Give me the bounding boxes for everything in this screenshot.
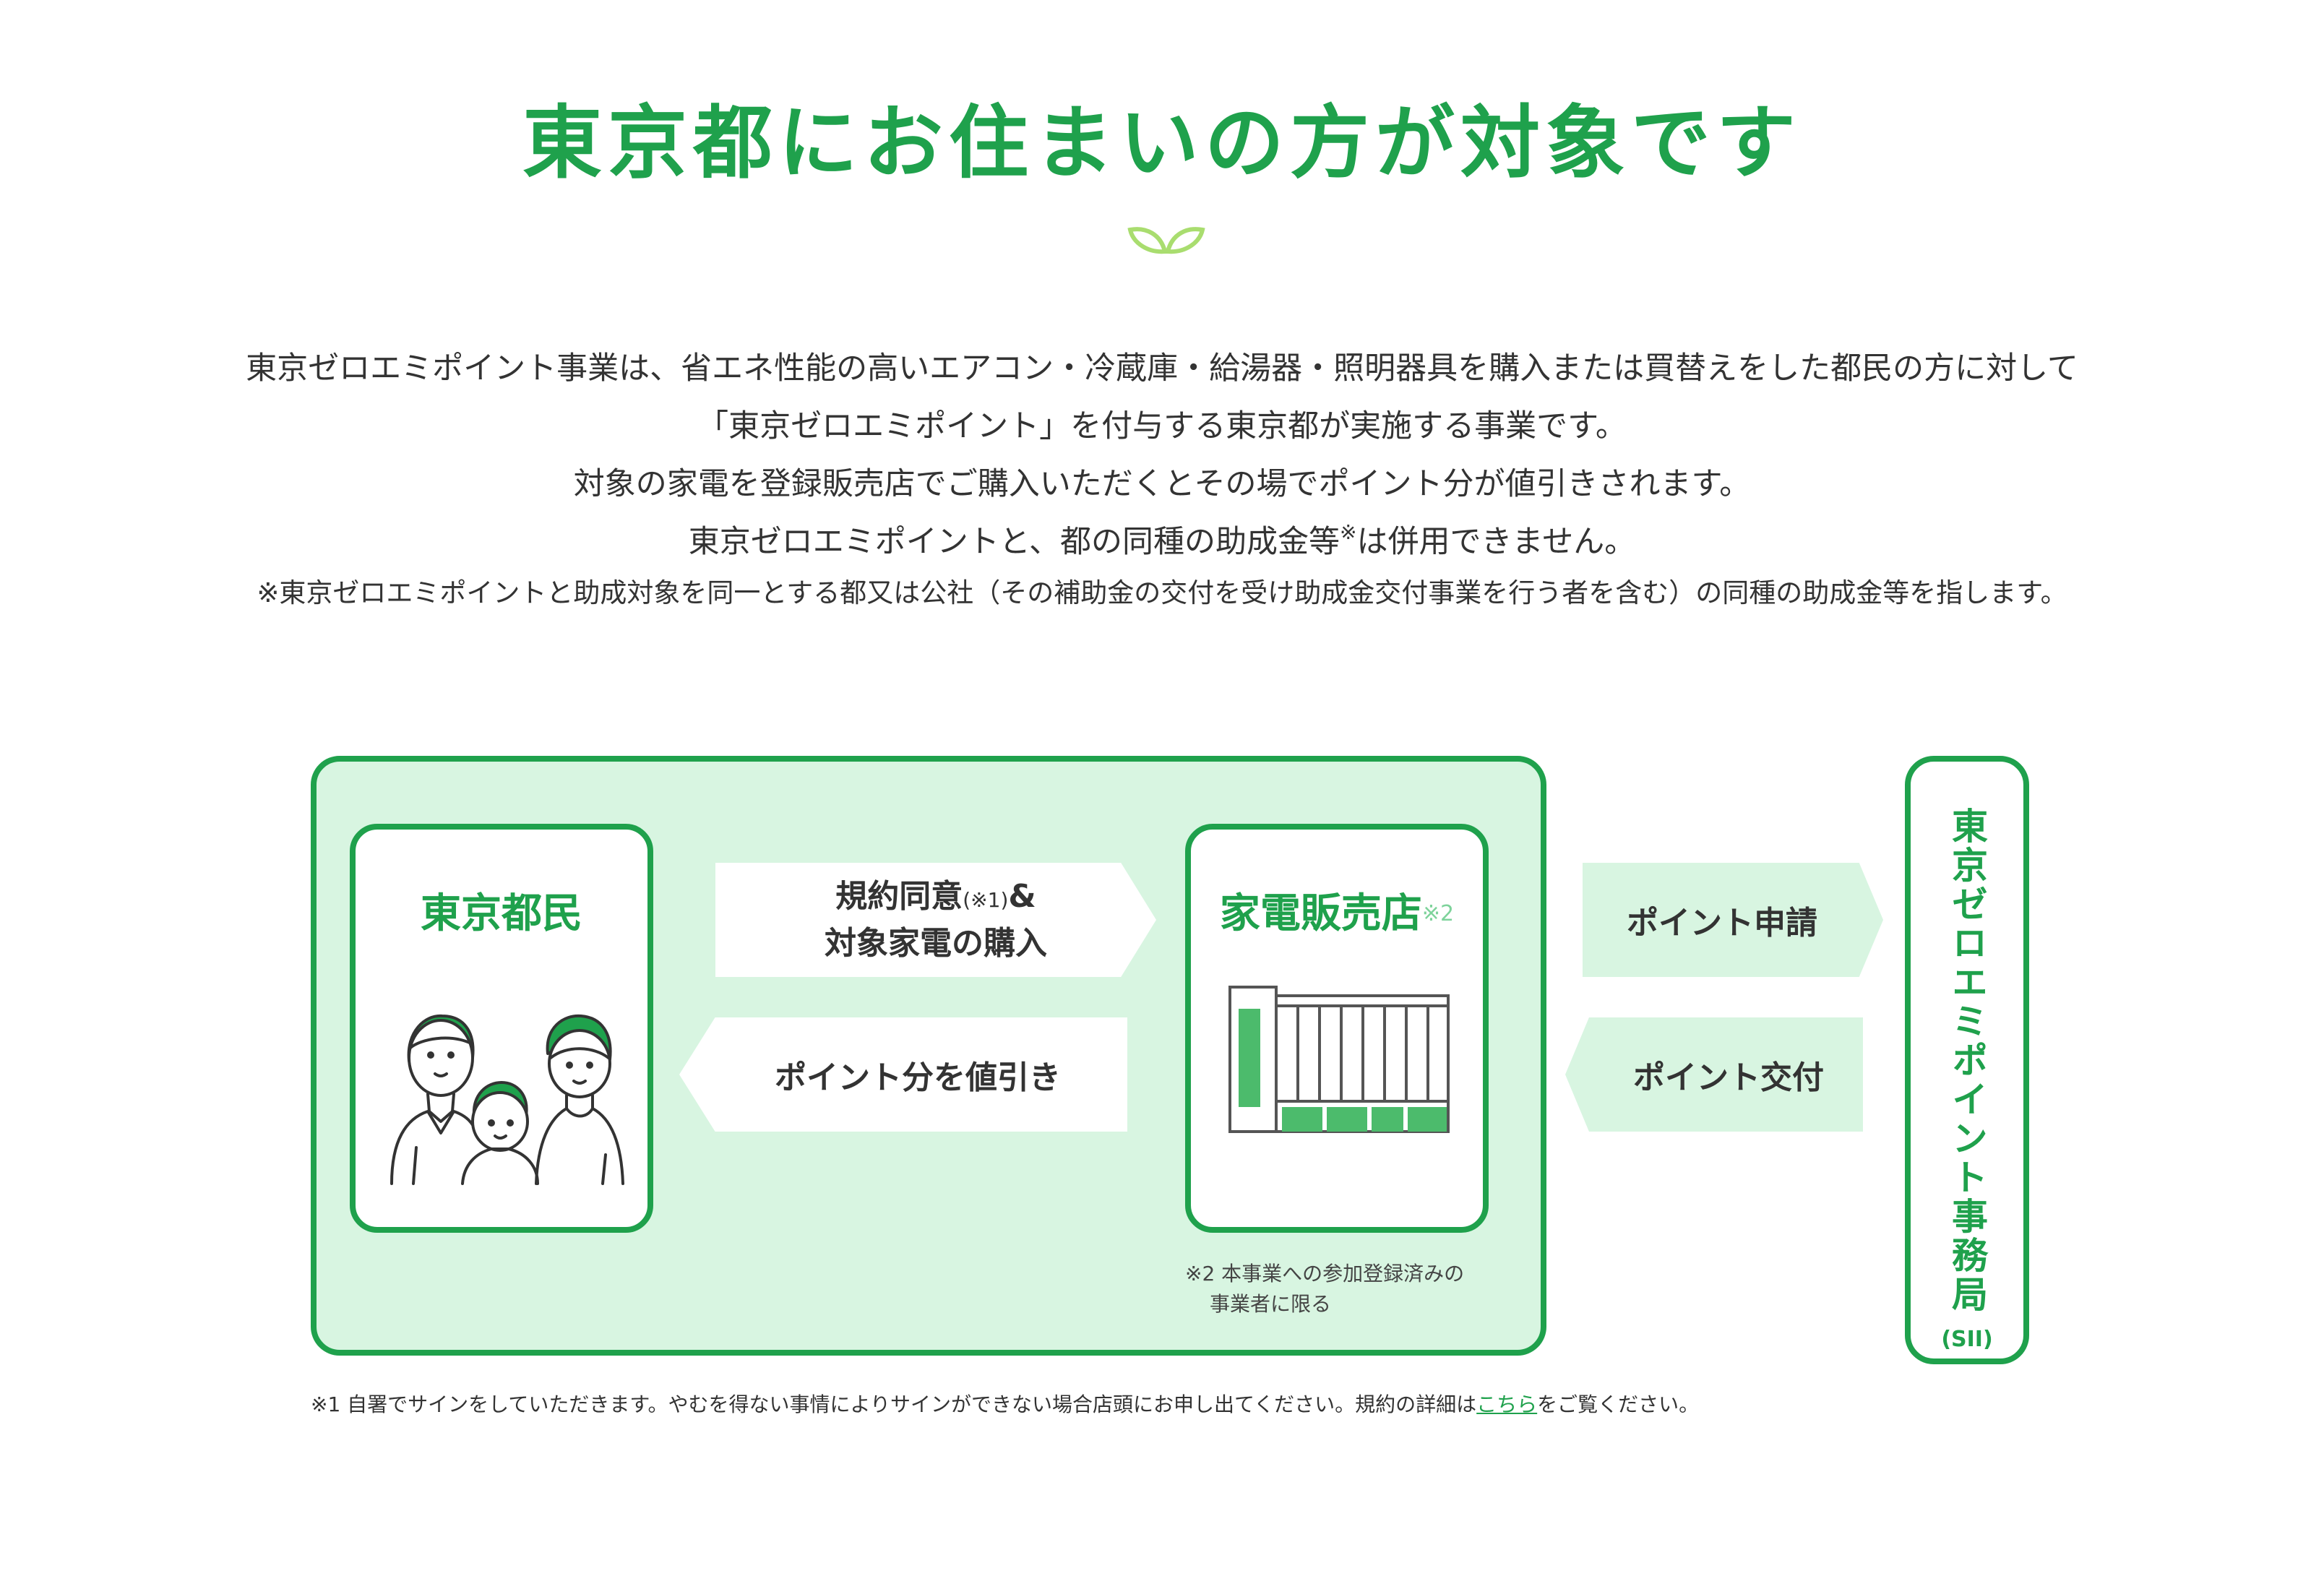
description-note: ※東京ゼロエミポイントと助成対象を同一とする都又は公社（その補助金の交付を受け助… (257, 577, 2067, 608)
store-note-line-2: 事業者に限る (1210, 1292, 1332, 1316)
point-apply-label: ポイント申請 (1627, 905, 1817, 942)
purchase-line-1-mark: (※1) (963, 887, 1009, 912)
point-apply-arrow: ポイント申請 (1583, 863, 1883, 977)
description-line-4: 東京ゼロエミポイントと、都の同種の助成金等※は併用できません。 (0, 522, 2324, 562)
footnote-text: ※1 自署でサインをしていただきます。やむを得ない事情によりサインができない場合… (311, 1392, 1477, 1416)
office-box: 東京ゼロエミポイント事務局 (SII) (1905, 756, 2029, 1364)
purchase-line-1-main: 規約同意 (835, 877, 963, 915)
shop-building-icon (1228, 986, 1450, 1133)
store-note-mark: ※2 (1421, 901, 1455, 926)
store-note: ※2 本事業への参加登録済みの 事業者に限る (1185, 1259, 1464, 1319)
resident-label: 東京都民 (421, 890, 582, 937)
family-icon (390, 1014, 624, 1185)
store-note-line-1: ※2 本事業への参加登録済みの (1185, 1262, 1465, 1286)
description-line-1: 東京ゼロエミポイント事業は、省エネ性能の高いエアコン・冷蔵庫・給湯器・照明器具を… (246, 350, 2078, 387)
description-line-3: 対象の家電を登録販売店でご購入いただくとその場でポイント分が値引きされます。 (573, 466, 1751, 502)
store-card: 家電販売店※2 (1185, 824, 1489, 1233)
description-line-2: 「東京ゼロエミポイント」を付与する東京都が実施する事業です。 (697, 408, 1627, 444)
resident-card: 東京都民 (350, 824, 653, 1233)
purchase-line-1: 規約同意(※1)& (825, 875, 1047, 922)
description-note-mark: ※ (1340, 520, 1357, 544)
purchase-line-1-amp: & (1008, 877, 1036, 915)
purchase-line-2: 対象家電の購入 (825, 924, 1047, 962)
description-line-4-main: 東京ゼロエミポイントと、都の同種の助成金等 (688, 524, 1340, 560)
terms-link[interactable]: こちら (1476, 1392, 1538, 1416)
point-grant-label: ポイント交付 (1633, 1059, 1824, 1096)
discount-arrow: ポイント分を値引き (679, 1017, 1127, 1132)
page-title: 東京都にお住まいの方が対象です (522, 97, 1802, 189)
description-line-4-end: は併用できません。 (1356, 524, 1636, 560)
store-label: 家電販売店 (1219, 890, 1422, 937)
footnote-end: をご覧ください。 (1537, 1392, 1700, 1416)
store-label-wrap: 家電販売店※2 (1191, 889, 1483, 939)
footnote: ※1 自署でサインをしていただきます。やむを得ない事情によりサインができない場合… (311, 1389, 1699, 1418)
office-label: 東京ゼロエミポイント事務局 (1946, 807, 1988, 1314)
point-grant-arrow: ポイント交付 (1565, 1017, 1863, 1132)
discount-label: ポイント分を値引き (775, 1059, 1061, 1096)
leaf-icon (1127, 227, 1205, 254)
purchase-arrow: 規約同意(※1)& 対象家電の購入 (715, 863, 1156, 977)
office-abbr: (SII) (1941, 1327, 1993, 1352)
